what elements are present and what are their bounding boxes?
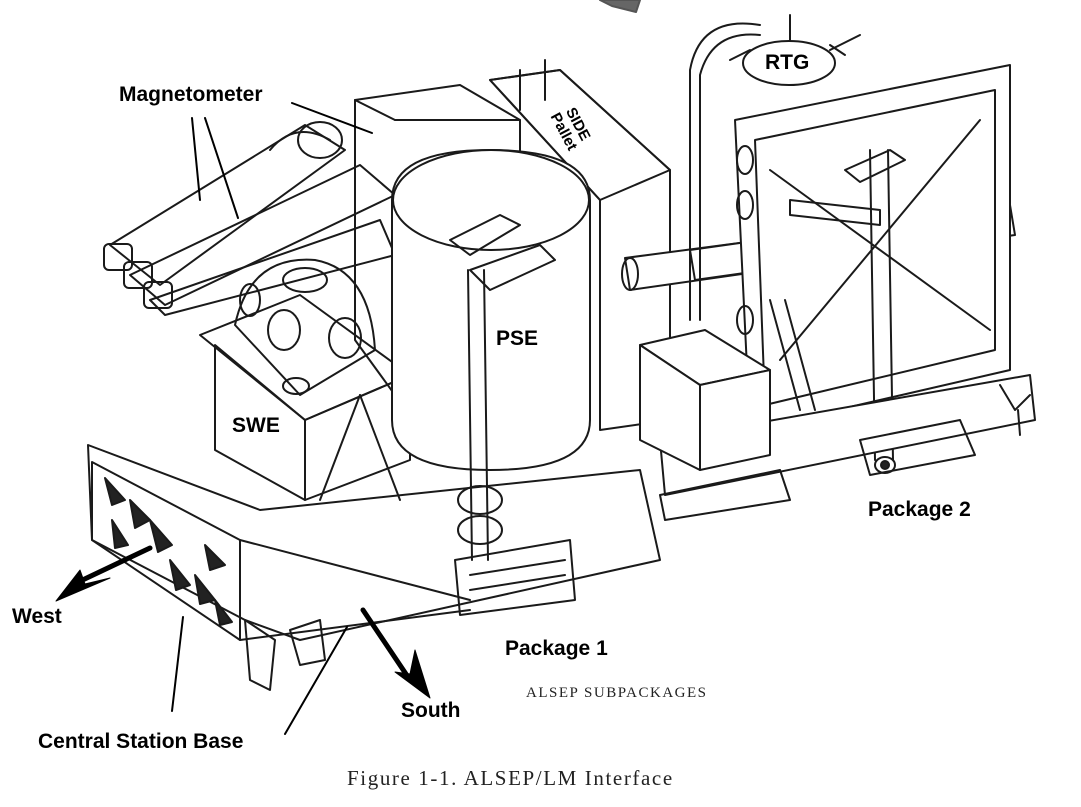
- rtg-drawing: [689, 14, 861, 321]
- leader-magnetometer-mid: [204, 117, 239, 219]
- label-rtg: RTG: [765, 51, 810, 74]
- leader-central-base-left: [171, 616, 184, 712]
- top-shaded-fragment: [599, 0, 641, 13]
- label-swe: SWE: [232, 414, 280, 437]
- label-south: South: [401, 699, 461, 722]
- leader-lines: [171, 102, 373, 735]
- swe-drawing: [199, 258, 411, 501]
- label-package-2: Package 2: [868, 498, 971, 521]
- leader-magnetometer-left: [191, 117, 201, 201]
- label-west: West: [12, 605, 62, 628]
- leader-central-base-right: [284, 626, 348, 735]
- magnetometer-drawing: [103, 121, 396, 316]
- figure-caption: Figure 1-1. ALSEP/LM Interface: [347, 766, 674, 790]
- label-package-1: Package 1: [505, 637, 608, 660]
- label-central-station-base: Central Station Base: [38, 730, 244, 753]
- label-magnetometer: Magnetometer: [119, 83, 263, 106]
- south-arrow: [360, 607, 431, 699]
- package-2-drawing: [639, 64, 1036, 521]
- subcaption: ALSEP SUBPACKAGES: [526, 685, 708, 701]
- pse-drawing: [391, 149, 591, 561]
- rtg-label-bubble: [742, 40, 836, 86]
- label-pse: PSE: [496, 327, 539, 350]
- central-station-base-drawing: [87, 444, 661, 691]
- leader-magnetometer-right: [291, 102, 373, 134]
- west-arrow: [55, 545, 153, 602]
